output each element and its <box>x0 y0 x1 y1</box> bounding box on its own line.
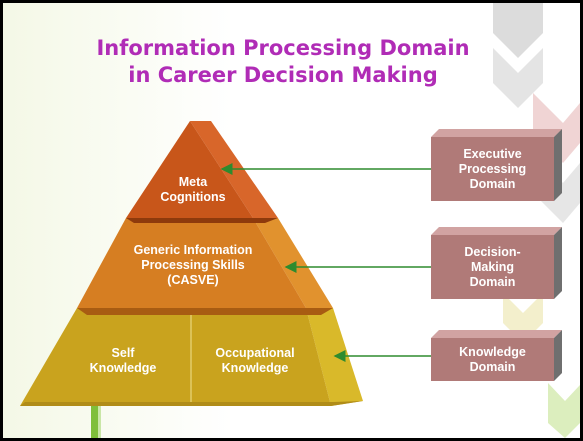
pyramid-middle-tier <box>77 218 306 308</box>
domain-executive-label: Executive Processing Domain <box>458 146 527 191</box>
domain-knowledge-label: Knowledge Domain <box>459 344 526 374</box>
domain-box-knowledge <box>431 330 562 381</box>
slide-title: Information Processing Domain in Career … <box>93 35 473 89</box>
pyramid-bottom-right-label: Occupational Knowledge <box>215 346 295 375</box>
pyramid-top-label: Meta Cognitions <box>160 175 226 204</box>
chevron-icon <box>493 48 543 108</box>
chevron-icon <box>533 93 580 163</box>
domain-decision-making-label: Decision- Making Domain <box>464 244 521 289</box>
title-line-1: Information Processing Domain <box>96 36 470 60</box>
pyramid-middle-label: Generic Information Processing Skills (C… <box>133 243 253 287</box>
domain-box-executive <box>431 129 562 201</box>
pyramid-bottom-left-label: Self Knowledge <box>89 346 157 375</box>
chevron-icon <box>548 383 580 438</box>
slide: Information Processing Domain in Career … <box>3 3 580 438</box>
chevron-icon <box>493 3 543 58</box>
title-line-2: in Career Decision Making <box>128 63 438 87</box>
pyramid-diagram <box>20 121 562 406</box>
pyramid-top-tier <box>126 121 253 218</box>
pyramid-bottom-tier <box>20 308 331 406</box>
domain-box-decision-making <box>431 227 562 299</box>
